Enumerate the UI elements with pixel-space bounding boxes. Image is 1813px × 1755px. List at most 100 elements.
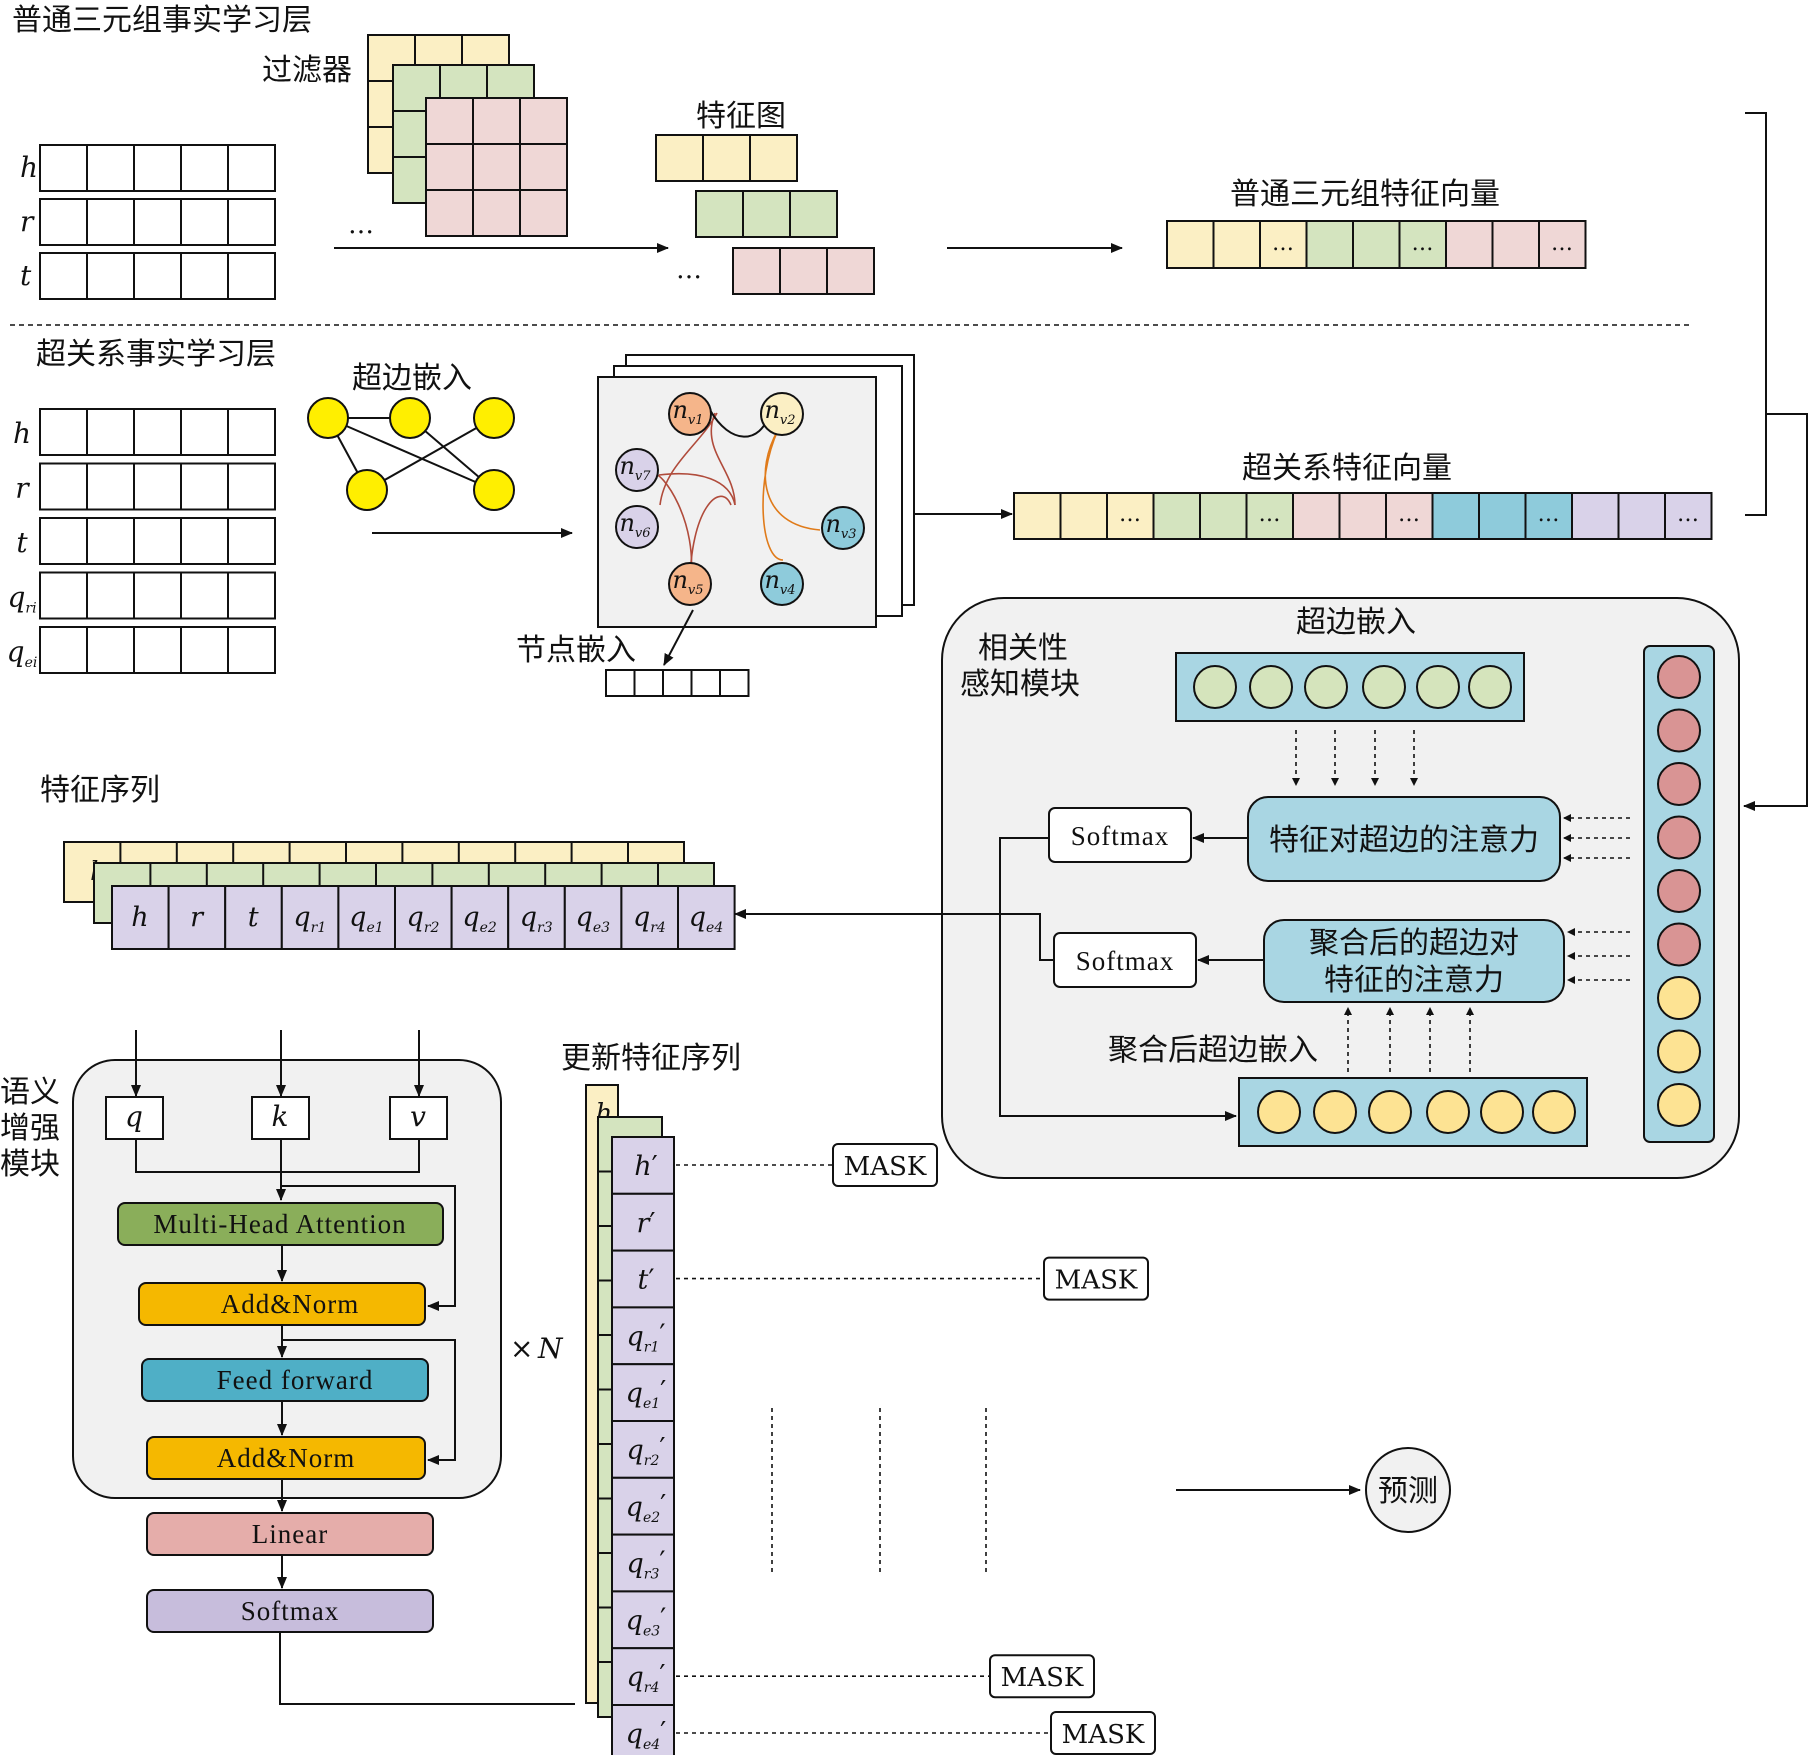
graph-node bbox=[760, 562, 804, 606]
feature-seq-cell bbox=[450, 885, 510, 950]
qkv-label: v bbox=[410, 1100, 426, 1133]
feature-seq-token: qe3 bbox=[576, 902, 611, 936]
column-to-attention-arrows bbox=[1563, 814, 1630, 984]
graph-node bbox=[615, 448, 659, 492]
relevance-title-2: 感知模块 bbox=[960, 667, 1080, 702]
updated-seq-token: t′ bbox=[638, 1265, 655, 1296]
updated-seq-cell bbox=[611, 1533, 675, 1593]
hyper-row-cell bbox=[86, 517, 135, 565]
hyper-row-cell bbox=[180, 462, 229, 511]
feature-seq-cell bbox=[563, 885, 623, 950]
updated-seq-token: r′ bbox=[636, 1208, 655, 1239]
updated-seq-token: qr2′ bbox=[626, 1433, 665, 1469]
triple-vector-cell bbox=[1166, 220, 1215, 269]
hyper-vector-cell bbox=[1199, 492, 1248, 540]
top-row-cell bbox=[86, 252, 135, 300]
top-row-cell bbox=[180, 198, 229, 246]
graph-node bbox=[760, 392, 804, 436]
column-circle bbox=[1657, 1083, 1701, 1127]
feature-seq-token: qr2 bbox=[407, 902, 440, 936]
linear-text: Linear bbox=[252, 1519, 328, 1549]
qkv-merge-line bbox=[135, 1139, 420, 1173]
feature-seq-cell bbox=[507, 885, 566, 950]
hyper-vector-cell bbox=[1013, 492, 1062, 540]
mask-box bbox=[1043, 1256, 1149, 1301]
hyper-vector-cell bbox=[1245, 492, 1294, 540]
semantic-title-line: 模块 bbox=[0, 1147, 60, 1182]
column-circle bbox=[1657, 815, 1701, 860]
add-norm-2-text: Add&Norm bbox=[217, 1443, 356, 1473]
hyper-vector-ellipsis: … bbox=[1259, 502, 1281, 527]
top-input-rows: hrt bbox=[20, 144, 276, 300]
updated-seq-token: qe2′ bbox=[626, 1490, 667, 1526]
feature-seq-cell bbox=[620, 885, 680, 950]
top-row-cell bbox=[227, 198, 276, 246]
mask-text: MASK bbox=[1001, 1663, 1084, 1693]
top-row-cell bbox=[39, 252, 88, 300]
top-row-cell bbox=[133, 198, 182, 246]
hyper-row-cell bbox=[133, 408, 182, 456]
mask-box bbox=[832, 1143, 938, 1187]
mask-text: MASK bbox=[844, 1152, 927, 1182]
hyper-row-cell bbox=[180, 571, 229, 620]
hyperedge-graph bbox=[307, 397, 515, 511]
hyperedge-circle bbox=[1416, 665, 1460, 709]
arrow-bracket-to-column bbox=[1743, 413, 1808, 811]
column-circle bbox=[1657, 1029, 1701, 1074]
add-norm-block-2 bbox=[146, 1436, 426, 1480]
top-row-cell bbox=[227, 144, 276, 192]
hyper-row-cell bbox=[180, 408, 229, 456]
updated-sequence: hh′r′t′qr1′qe1′qr2′qe2′qr3′qe3′qr4′qe4′ bbox=[585, 1084, 675, 1755]
column-circle bbox=[1657, 922, 1701, 967]
feature-map-cell bbox=[826, 247, 875, 295]
softmax-1-text: Softmax bbox=[1071, 821, 1170, 851]
hyper-vector-ellipsis: … bbox=[1398, 502, 1420, 527]
feature-maps bbox=[655, 134, 875, 295]
hyper-vector-cell bbox=[1617, 492, 1666, 540]
hyper-vector-cell bbox=[1571, 492, 1620, 540]
updated-seq-cell bbox=[611, 1476, 675, 1536]
attention-2-text-2: 特征的注意力 bbox=[1324, 963, 1504, 998]
filter-ellipsis: … bbox=[348, 210, 374, 240]
hyper-row-cell bbox=[180, 626, 229, 674]
feature-seq-token: qe4 bbox=[689, 902, 724, 936]
agg-circle bbox=[1313, 1090, 1357, 1134]
filter-cell bbox=[472, 189, 521, 237]
qkv-box bbox=[389, 1096, 448, 1140]
graph-node-label: nv2 bbox=[764, 396, 795, 428]
graph-node-label: nv4 bbox=[764, 566, 795, 598]
hyper-row-cell bbox=[86, 408, 135, 456]
feature-map-cell bbox=[732, 247, 781, 295]
feature-seq-token: qr4 bbox=[633, 902, 666, 936]
mask-box bbox=[1050, 1711, 1156, 1755]
updated-seq-token: qe3′ bbox=[626, 1603, 667, 1639]
qkv-label: q bbox=[125, 1100, 143, 1133]
triple-vector-cell bbox=[1212, 220, 1261, 269]
hyper-vector-ellipsis: … bbox=[1538, 502, 1560, 527]
hyper-row-cell bbox=[133, 517, 182, 565]
arrow-softmax2-to-sequence bbox=[734, 909, 1054, 961]
triple-vector-ellipsis: … bbox=[1412, 231, 1434, 256]
graph-node-label: nv6 bbox=[619, 509, 650, 541]
agg-circle bbox=[1257, 1090, 1301, 1134]
repeat-n: N bbox=[537, 1332, 564, 1365]
agg-circle bbox=[1532, 1090, 1576, 1134]
hyperedge-embed-label: 超边嵌入 bbox=[1296, 605, 1416, 640]
hyper-vector-ellipsis: … bbox=[1119, 502, 1141, 527]
feature-seq-token: r bbox=[190, 902, 205, 933]
updated-seq-token: qe4′ bbox=[626, 1717, 667, 1753]
relevance-title-1: 相关性 bbox=[978, 631, 1068, 666]
qkv-label: k bbox=[272, 1100, 289, 1133]
hyper-vector-cell bbox=[1524, 492, 1573, 540]
softmax-box-1 bbox=[1048, 807, 1192, 863]
attention-1-text: 特征对超边的注意力 bbox=[1269, 823, 1539, 858]
arrow-softmax1-to-agg bbox=[999, 837, 1237, 1121]
hyper-row-cell bbox=[39, 462, 88, 511]
mha-text: Multi-Head Attention bbox=[153, 1209, 406, 1239]
graph-node-label: nv3 bbox=[825, 510, 856, 542]
updated-seq-token: qr3′ bbox=[626, 1547, 665, 1583]
feature-seq-cell bbox=[677, 885, 736, 950]
arrow-to-node-embed bbox=[663, 609, 694, 666]
feature-seq-cell bbox=[167, 885, 227, 950]
graph-node bbox=[615, 505, 659, 549]
